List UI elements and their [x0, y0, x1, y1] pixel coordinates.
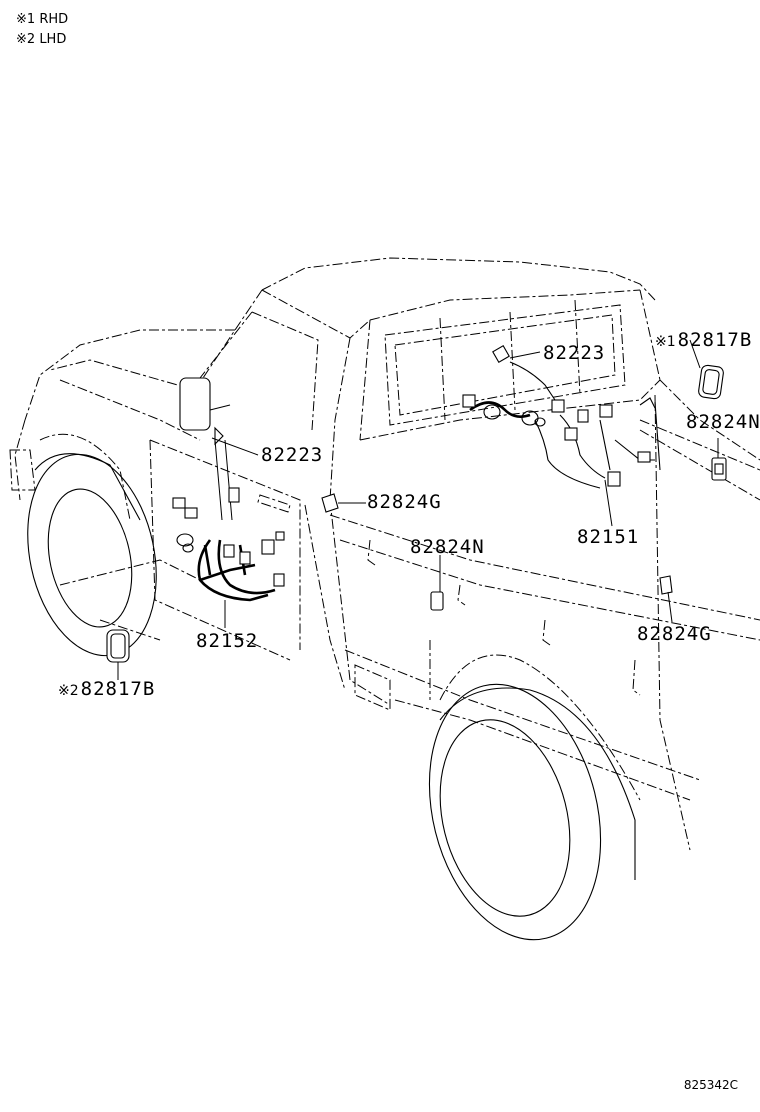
part-number: 82152 — [196, 630, 259, 652]
callout-82223-rear: 82223 — [543, 343, 605, 363]
legend-item-rhd: ※1 RHD — [16, 12, 68, 28]
legend-mark: ※2 — [16, 32, 36, 47]
front-wheel — [27, 453, 157, 657]
part-number: 82824N — [686, 411, 760, 433]
legend-text: LHD — [39, 32, 67, 47]
figure-code: 825342C — [683, 1078, 738, 1092]
callout-82223-front: 82223 — [261, 445, 323, 465]
rear-harness — [462, 345, 661, 489]
part-number: 82824G — [367, 491, 442, 513]
grommet-82817b-rear — [698, 364, 724, 400]
side-mirror — [179, 377, 231, 431]
part-number: 82817B — [80, 678, 156, 700]
grommet-82817b-front — [106, 629, 130, 663]
legend-text: RHD — [39, 12, 69, 27]
part-number: 82151 — [577, 526, 640, 548]
callout-82151: 82151 — [577, 527, 639, 547]
rear-wheel — [428, 683, 636, 941]
legend-item-lhd: ※2 LHD — [16, 32, 66, 48]
leader-lines — [117, 339, 719, 680]
clamp-82824n-right — [711, 457, 727, 481]
callout-82824g-right: 82824G — [637, 624, 712, 644]
callout-82824n-right: 82824N — [686, 412, 760, 432]
part-number: 82223 — [261, 444, 324, 466]
part-number: 82223 — [543, 342, 606, 364]
callout-82824g-mid: 82824G — [367, 492, 442, 512]
truck-outline — [9, 257, 760, 851]
part-number: 82817B — [677, 329, 753, 351]
callout-82152: 82152 — [196, 631, 258, 651]
variant-mark: ※2 — [58, 683, 79, 699]
clamp-82824g-right — [659, 575, 673, 595]
variant-mark: ※1 — [655, 334, 676, 350]
legend-mark: ※1 — [16, 12, 36, 27]
part-number: 82824G — [637, 623, 712, 645]
front-harness — [172, 426, 285, 602]
clamp-82824g-mid — [321, 493, 339, 513]
callout-82824n-mid: 82824N — [410, 537, 485, 557]
part-number: 82824N — [410, 536, 485, 558]
clamp-82824n-mid — [430, 591, 444, 611]
